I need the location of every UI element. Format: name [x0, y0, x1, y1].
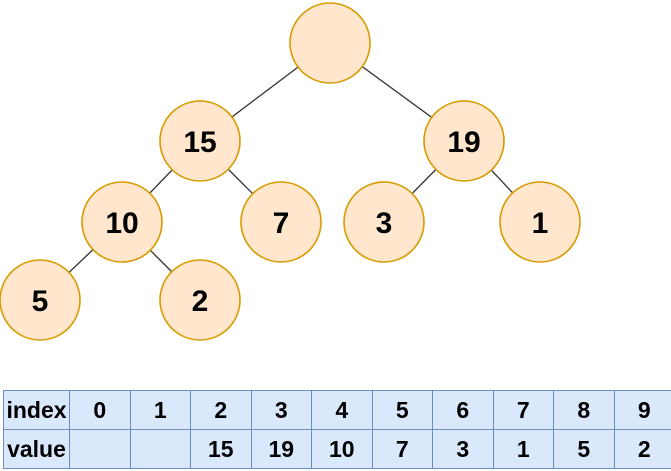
array-table: index 0 1 2 3 4 5 6 7 8 9 value 15 19 10…: [3, 390, 671, 469]
value-cell-4: 10: [311, 429, 373, 469]
value-cell-7: 1: [492, 429, 554, 469]
tree-node-label-5: 5: [32, 285, 49, 318]
index-cell-0: 0: [69, 390, 131, 430]
value-cell-3: 19: [250, 429, 312, 469]
tree-node-label-10: 10: [105, 207, 138, 240]
tree-node-5: [0, 259, 81, 341]
index-cell-6: 6: [432, 390, 494, 430]
tree-node-10: [81, 181, 163, 263]
tree-node-3: [343, 181, 425, 263]
tree-node-label-7: 7: [273, 207, 290, 240]
value-cell-9: 2: [613, 429, 671, 469]
tree-node-2: [159, 259, 241, 341]
tree-node-label-1: 1: [532, 207, 549, 240]
tree-node-label-2: 2: [192, 285, 209, 318]
tree-node-19: [423, 100, 505, 182]
value-cell-6: 3: [432, 429, 494, 469]
value-cell-8: 5: [553, 429, 615, 469]
index-cell-2: 2: [190, 390, 252, 430]
value-cell-2: 15: [190, 429, 252, 469]
value-row-header: value: [3, 429, 70, 469]
tree-node-label-15: 15: [183, 126, 216, 159]
index-cell-3: 3: [250, 390, 312, 430]
table-row-value: value 15 19 10 7 3 1 5 2: [3, 429, 671, 469]
value-cell-5: 7: [371, 429, 433, 469]
value-cell-0: [69, 429, 131, 469]
tree-node-7: [240, 181, 322, 263]
index-cell-9: 9: [613, 390, 671, 430]
index-cell-7: 7: [492, 390, 554, 430]
tree-node-15: [159, 100, 241, 182]
value-cell-1: [129, 429, 191, 469]
tree-node-label-19: 19: [447, 126, 480, 159]
index-cell-1: 1: [129, 390, 191, 430]
tree-node-1: [499, 181, 581, 263]
index-cell-8: 8: [553, 390, 615, 430]
index-row-header: index: [3, 390, 70, 430]
tree-node-label-3: 3: [376, 207, 393, 240]
table-row-index: index 0 1 2 3 4 5 6 7 8 9: [3, 390, 671, 430]
index-cell-4: 4: [311, 390, 373, 430]
tree-node-root: [289, 2, 371, 84]
index-cell-5: 5: [371, 390, 433, 430]
